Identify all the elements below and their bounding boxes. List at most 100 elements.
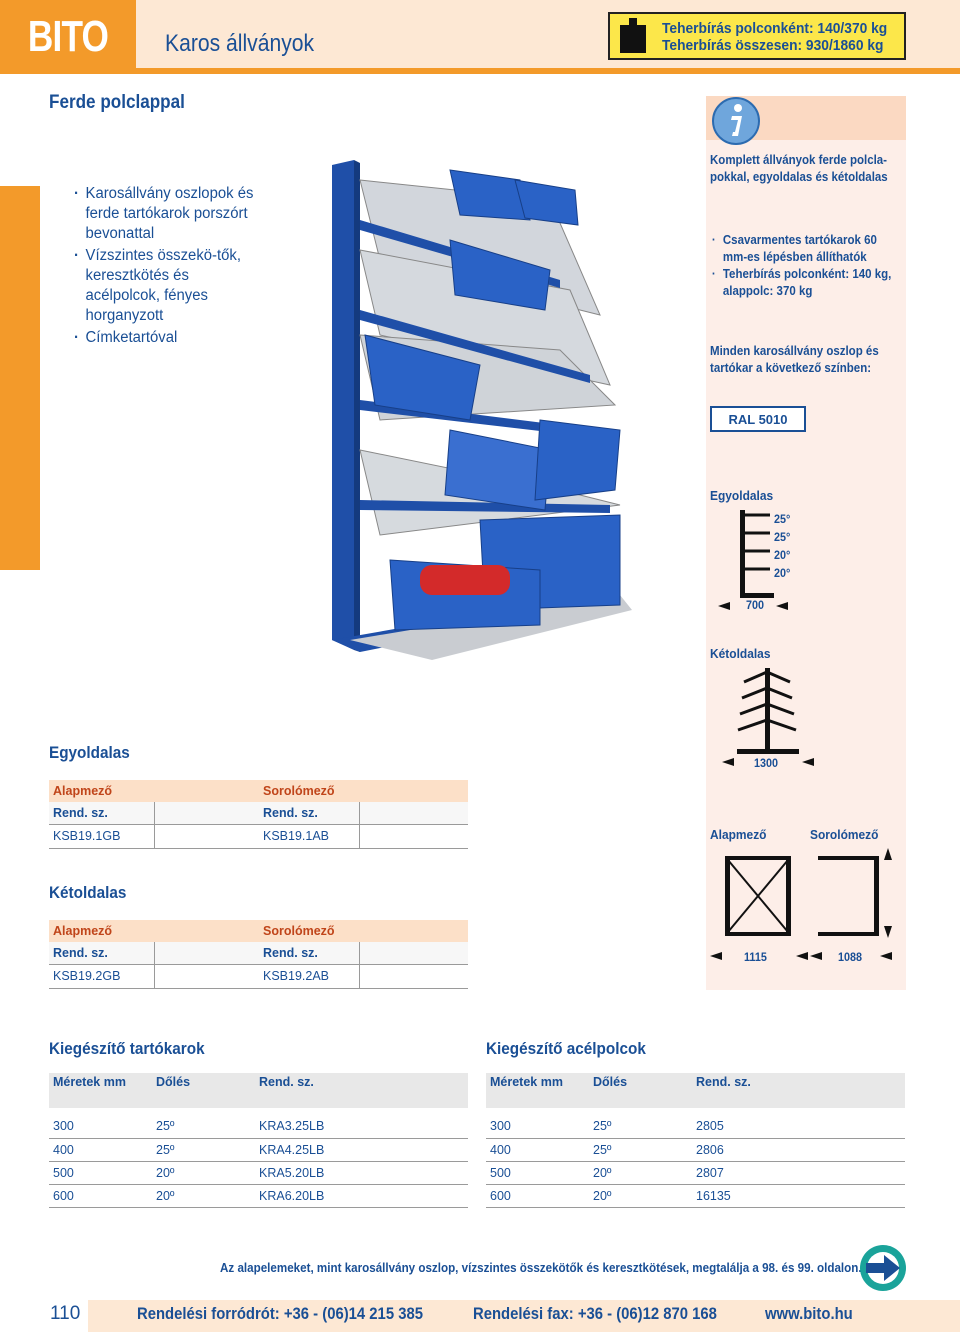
header-rule (0, 68, 960, 74)
single-sided-order-table: Alapmező Sorolómező Rend. sz. Rend. sz. … (49, 780, 468, 849)
angle-label: 20° (774, 548, 791, 562)
cell: 500 (49, 1161, 152, 1185)
double-sided-order-table: Alapmező Sorolómező Rend. sz. Rend. sz. … (49, 920, 468, 989)
cell: KRA6.20LB (255, 1184, 468, 1208)
cell: 400 (486, 1138, 589, 1162)
base-field-label: Alapmező (710, 827, 767, 842)
row-field-header: Sorolómező (259, 780, 468, 802)
col-header-tilt: Dőlés (152, 1073, 255, 1110)
cell: 2807 (692, 1161, 905, 1185)
capacity-per-shelf: Teherbírás polconként: 140/370 kg (662, 20, 888, 37)
base-field-header: Alapmező (49, 780, 259, 802)
order-code: KSB19.2GB (49, 964, 155, 989)
info-intro: Komplett állványok ferde polcla-pokkal, … (710, 153, 888, 184)
cell: 300 (486, 1115, 589, 1139)
feature-item: Karosállvány oszlopok és ferde tartókaro… (74, 184, 266, 244)
page-reference-arrow-icon[interactable] (858, 1243, 908, 1293)
website-link[interactable]: www.bito.hu (765, 1305, 853, 1323)
order-no-header: Rend. sz. (49, 802, 155, 825)
accessory-shelves-title: Kiegészítő acélpolcok (486, 1039, 646, 1058)
double-width-label: 1300 (754, 756, 779, 770)
feature-list: Karosállvány oszlopok és ferde tartókaro… (74, 184, 274, 350)
col-header-size: Méretek mm (486, 1073, 589, 1110)
cell: 16135 (692, 1184, 905, 1208)
angle-label: 25° (774, 512, 791, 526)
single-width-label: 700 (746, 598, 765, 612)
info-bullet: Teherbírás polconként: 140 kg, alappolc:… (710, 266, 903, 300)
cell: 20º (589, 1184, 692, 1208)
col-header-order: Rend. sz. (255, 1073, 468, 1110)
order-code: KSB19.1GB (49, 824, 155, 849)
cell: 2806 (692, 1138, 905, 1162)
side-accent-bar (0, 186, 40, 570)
row-field-header: Sorolómező (259, 920, 468, 942)
color-note: Minden karosállvány oszlop és tartókar a… (710, 344, 879, 375)
order-no-header: Rend. sz. (259, 802, 360, 825)
cell: 600 (486, 1184, 589, 1208)
order-hotline: Rendelési forródrót: +36 - (06)14 215 38… (137, 1305, 423, 1323)
cell: 25º (589, 1115, 692, 1139)
page-title: Karos állványok (165, 30, 315, 57)
single-sided-label: Egyoldalas (710, 488, 774, 503)
feature-item: Vízszintes összekö-tők, keresztkötés és … (74, 246, 266, 326)
cell: 600 (49, 1184, 152, 1208)
cell: 500 (486, 1161, 589, 1185)
cantilever-rack-image (332, 160, 632, 660)
single-sided-title: Egyoldalas (49, 743, 130, 762)
order-fax: Rendelési fax: +36 - (06)12 870 168 (473, 1305, 717, 1323)
bito-logo: BITO (0, 0, 136, 74)
cell: KRA4.25LB (255, 1138, 468, 1162)
reference-note: Az alapelemeket, mint karosállvány oszlo… (220, 1261, 862, 1275)
capacity-box (608, 12, 906, 60)
cell: KRA5.20LB (255, 1161, 468, 1185)
base-field-width: 1115 (744, 950, 767, 964)
col-header-order: Rend. sz. (692, 1073, 905, 1110)
double-sided-diagram (722, 668, 814, 766)
cell: 25º (589, 1138, 692, 1162)
cell: 300 (49, 1115, 152, 1139)
double-sided-title: Kétoldalas (49, 883, 127, 902)
base-field-header: Alapmező (49, 920, 259, 942)
order-no-header: Rend. sz. (49, 942, 155, 965)
cell: KRA3.25LB (255, 1115, 468, 1139)
cell: 20º (152, 1184, 255, 1208)
accessory-arms-title: Kiegészítő tartókarok (49, 1039, 205, 1058)
info-bullet-list: Csavarmentes tartókarok 60 mm-es lépésbe… (710, 232, 903, 300)
page-number: 110 (50, 1303, 81, 1324)
field-diagrams (710, 848, 892, 960)
cell: 2805 (692, 1115, 905, 1139)
order-code: KSB19.1AB (259, 824, 360, 849)
product-subtitle: Ferde polclappal (49, 92, 185, 113)
cell: 20º (589, 1161, 692, 1185)
order-no-header: Rend. sz. (259, 942, 360, 965)
angle-label: 20° (774, 566, 791, 580)
footer-page-box (0, 1300, 88, 1332)
feature-item: Címketartóval (74, 328, 266, 348)
row-field-label: Sorolómező (810, 827, 879, 842)
footer-band (0, 1300, 960, 1332)
cell: 20º (152, 1161, 255, 1185)
ral-color-badge: RAL 5010 (710, 406, 806, 432)
col-header-tilt: Dőlés (589, 1073, 692, 1110)
double-sided-label: Kétoldalas (710, 646, 771, 661)
order-code: KSB19.2AB (259, 964, 360, 989)
cell: 25º (152, 1115, 255, 1139)
info-icon (712, 97, 760, 145)
angle-label: 25° (774, 530, 791, 544)
cell: 25º (152, 1138, 255, 1162)
row-field-width: 1088 (838, 950, 863, 964)
weight-icon (620, 18, 646, 53)
single-sided-diagram (718, 510, 788, 610)
cell: 400 (49, 1138, 152, 1162)
info-bullet: Csavarmentes tartókarok 60 mm-es lépésbe… (710, 232, 903, 266)
